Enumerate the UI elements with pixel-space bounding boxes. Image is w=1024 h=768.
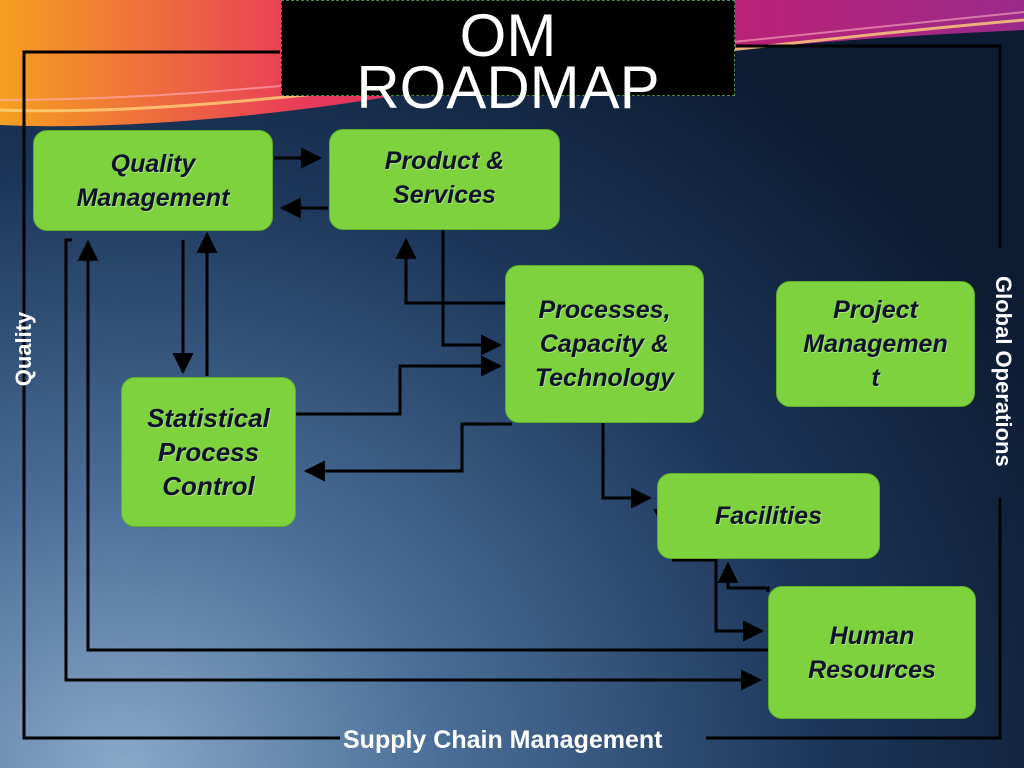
product-services-box[interactable]: Product & Services	[329, 129, 560, 230]
statistical-process-control-box[interactable]: Statistical Process Control	[121, 377, 296, 527]
facilities-label: Facilities	[715, 502, 822, 530]
human-resources-label: Human Resources	[808, 621, 936, 684]
title-box	[281, 0, 735, 96]
supply-chain-management-label: Supply Chain Management	[343, 726, 663, 754]
project-management-box[interactable]: Project Managemen t	[776, 281, 975, 407]
outer-frame-right	[736, 44, 1002, 248]
quality-management-label: Quality Management	[76, 149, 230, 212]
facilities-box[interactable]: Facilities	[657, 473, 880, 559]
processes-label: Processes, Capacity & Technology	[534, 296, 675, 392]
project-management-label: Project Managemen t	[803, 296, 948, 392]
page-title: OM ROADMAP	[356, 2, 660, 121]
quality-management-box[interactable]: Quality Management	[33, 130, 273, 231]
product-services-label: Product & Services	[384, 147, 505, 209]
human-resources-box[interactable]: Human Resources	[768, 586, 976, 719]
global-operations-side-label: Global Operations	[991, 276, 1016, 467]
outer-frame	[22, 50, 340, 740]
quality-side-label: Quality	[11, 311, 36, 387]
processes-box[interactable]: Processes, Capacity & Technology	[505, 265, 704, 423]
outer-frame-right-bottom	[706, 498, 1002, 740]
statistical-process-control-label: Statistical Process Control	[147, 403, 270, 501]
